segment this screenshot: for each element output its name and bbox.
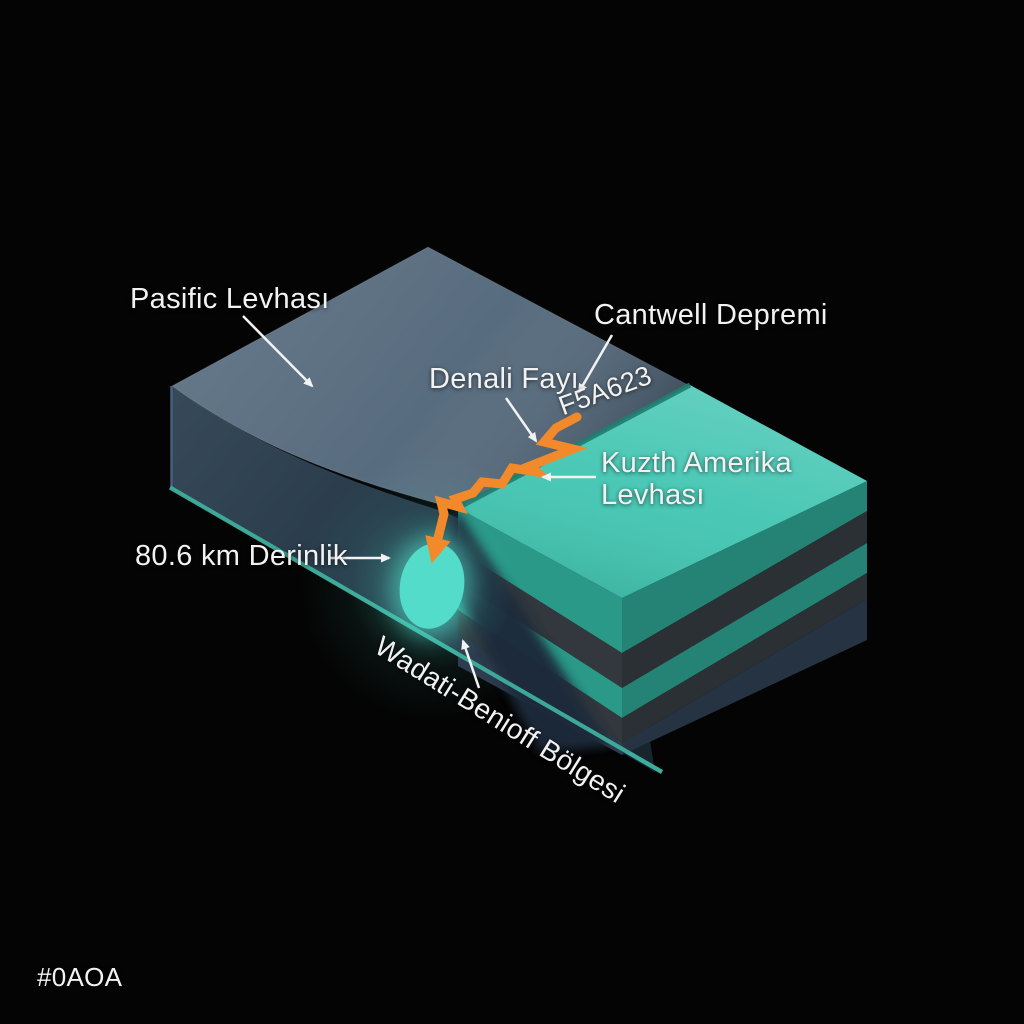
- hypocenter-ellipse: [399, 543, 465, 629]
- benioff-zone-arrow: [461, 639, 481, 689]
- na-se-layer-dark-2: [622, 573, 867, 743]
- fault-trace: [425, 412, 588, 564]
- rupture-depth-arrow: [425, 512, 451, 564]
- fault-zigzag-line: [434, 412, 588, 519]
- earthquake-arrow: [577, 334, 614, 394]
- annotation-arrows: [242, 315, 614, 689]
- na-plate-label-line2: Levhası: [601, 479, 705, 511]
- na-se-face-shade: [622, 481, 867, 755]
- na-plate-label: Kuzth Amerika Levhası: [601, 447, 792, 511]
- na-se-layer-teal-1: [622, 481, 867, 653]
- watermark: #0AOA: [37, 962, 123, 992]
- pacific-plate-arrow: [242, 315, 314, 388]
- fault-label: Denali Fayı: [429, 363, 579, 395]
- na-top-shading: [458, 385, 867, 598]
- fault-arrow: [504, 397, 538, 443]
- depth-label: 80.6 km Derinlik: [135, 540, 348, 572]
- na-se-layer-teal-2: [622, 543, 867, 718]
- earthquake-label: Cantwell Depremi: [594, 299, 828, 331]
- na-plate-label-line1: Kuzth Amerika: [601, 447, 792, 479]
- pacific-plate-label: Pasific Levhası: [130, 283, 330, 315]
- na-se-layer-dark-1: [622, 511, 867, 688]
- north-america-plate: [456, 382, 867, 755]
- na-se-layer-navy: [622, 599, 867, 755]
